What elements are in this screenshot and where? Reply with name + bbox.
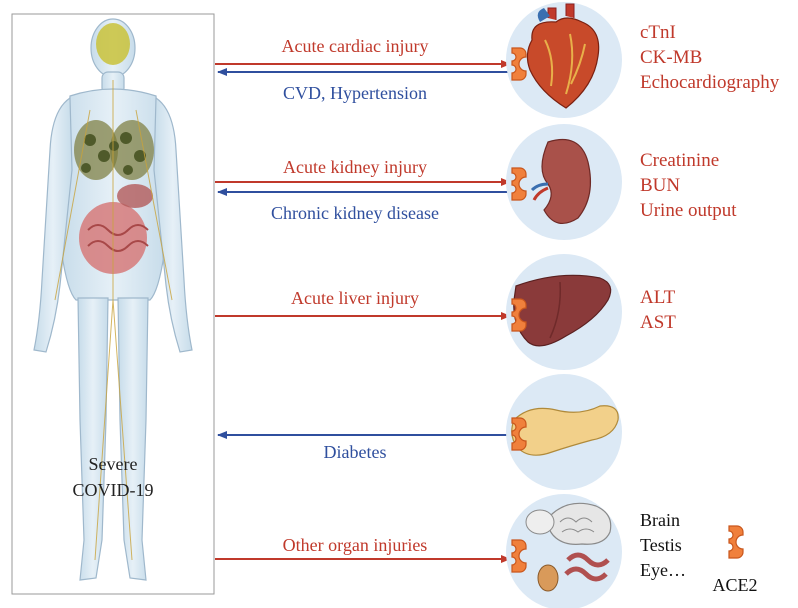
organ-eye: Eye… bbox=[640, 558, 686, 583]
ace2-receptor-icon bbox=[729, 526, 743, 558]
other-organs-icon bbox=[506, 494, 622, 608]
marker-alt: ALT bbox=[640, 285, 676, 310]
pancreas-icon bbox=[506, 374, 622, 490]
liver-markers: ALT AST bbox=[640, 285, 676, 335]
organ-testis: Testis bbox=[640, 533, 686, 558]
marker-echocardiography: Echocardiography bbox=[640, 70, 779, 95]
marker-urine-output: Urine output bbox=[640, 198, 737, 223]
organ-brain: Brain bbox=[640, 508, 686, 533]
marker-creatinine: Creatinine bbox=[640, 148, 737, 173]
legend-ace2-label: ACE2 bbox=[713, 575, 758, 595]
kidney-markers: Creatinine BUN Urine output bbox=[640, 148, 737, 223]
marker-ast: AST bbox=[640, 310, 676, 335]
heart-markers: cTnI CK-MB Echocardiography bbox=[640, 20, 779, 95]
marker-ck-mb: CK-MB bbox=[640, 45, 779, 70]
marker-bun: BUN bbox=[640, 173, 737, 198]
other-organ-list: Brain Testis Eye… bbox=[640, 508, 686, 583]
marker-ctni: cTnI bbox=[640, 20, 779, 45]
kidney-icon bbox=[506, 124, 622, 240]
heart-icon bbox=[506, 2, 622, 118]
liver-icon bbox=[506, 254, 622, 370]
